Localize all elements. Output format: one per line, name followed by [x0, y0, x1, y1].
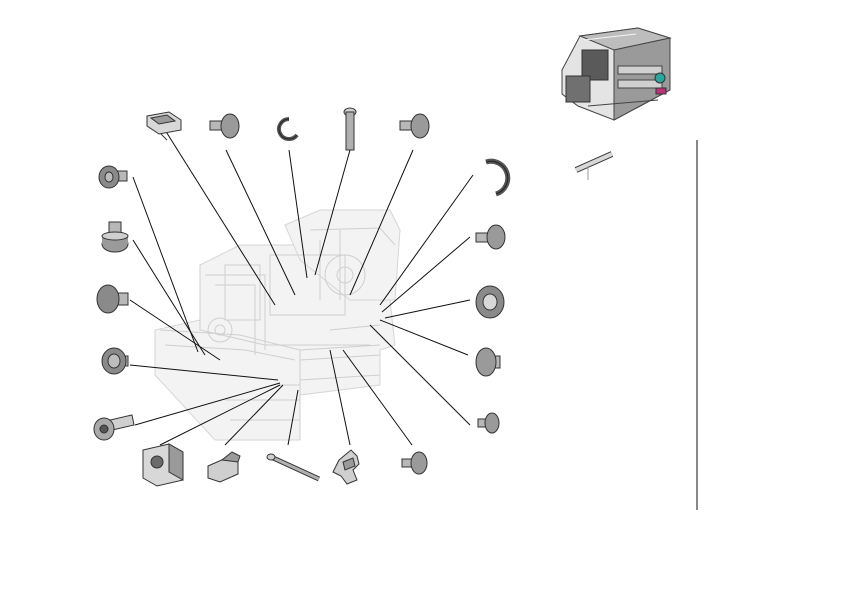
- screw-icon: [475, 224, 506, 250]
- screw-icon: [477, 412, 500, 434]
- screw-icon: [399, 113, 430, 139]
- mechanism-assembly-icon: [561, 27, 672, 121]
- screw-icon: [96, 284, 129, 314]
- lever-icon: [332, 449, 360, 485]
- screw-icon: [101, 347, 129, 375]
- bracket-icon: [142, 443, 184, 487]
- e-ring-icon: [277, 117, 299, 141]
- bushing-icon: [475, 285, 505, 319]
- stud-icon: [101, 221, 129, 253]
- socket-screw-icon: [93, 414, 135, 441]
- clip-bracket-icon: [146, 111, 182, 141]
- screw-icon: [98, 165, 128, 189]
- pin-icon: [343, 107, 357, 151]
- e-ring-icon: [485, 158, 511, 197]
- washer-icon: [475, 347, 501, 377]
- clip-icon: [207, 451, 241, 483]
- screw-icon: [209, 113, 240, 139]
- pin-icon: [266, 453, 321, 482]
- central-assembly-ghost: [154, 209, 401, 441]
- rod-icon: [574, 151, 614, 180]
- leader-lines: [129, 129, 474, 446]
- screw-icon: [401, 451, 428, 475]
